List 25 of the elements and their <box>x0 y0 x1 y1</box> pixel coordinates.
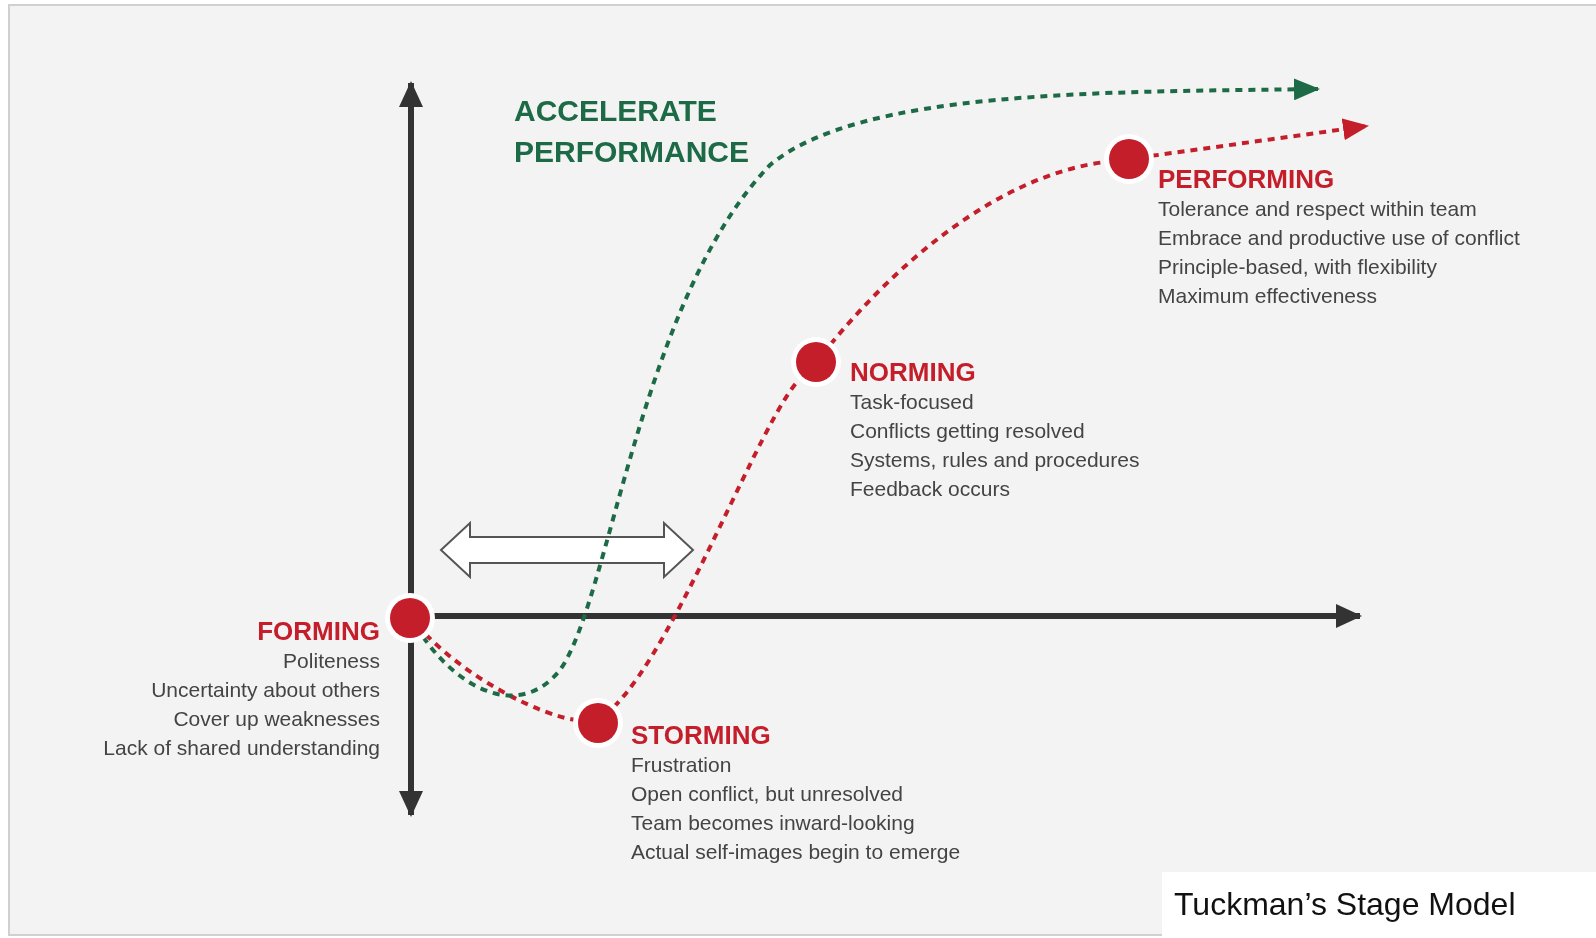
stage-heading: FORMING <box>256 616 380 646</box>
dashed-curve <box>1151 118 1369 158</box>
stage-description: Lack of shared understanding <box>103 735 380 761</box>
stage-description: Actual self-images begin to emerge <box>631 839 961 865</box>
stage-description: Frustration <box>631 752 733 778</box>
stage-heading: STORMING <box>631 720 772 750</box>
stage-description: Open conflict, but unresolved <box>631 781 904 807</box>
stage-heading: NORMING <box>850 357 977 387</box>
stage-description: Uncertainty about others <box>150 677 380 703</box>
stage-description: Task-focused <box>850 389 975 415</box>
caption: Tuckman’s Stage Model <box>1162 872 1596 938</box>
stage-description: Tolerance and respect within team <box>1158 196 1478 222</box>
stage-heading: PERFORMING <box>1158 164 1336 194</box>
stage-description: Embrace and productive use of conflict <box>1158 225 1520 251</box>
stage-description: Maximum effectiveness <box>1158 283 1379 309</box>
stage-description: Politeness <box>282 648 380 674</box>
stage-description: Principle-based, with flexibility <box>1158 254 1438 280</box>
stage-description: Systems, rules and procedures <box>850 447 1140 473</box>
stage-description: Feedback occurs <box>850 476 1011 502</box>
stage-description: Conflicts getting resolved <box>850 418 1086 444</box>
stage-description: Team becomes inward-looking <box>631 810 916 836</box>
curve-label: ACCELERATE PERFORMANCE <box>514 93 750 170</box>
stage-description: Cover up weaknesses <box>172 706 380 732</box>
dashed-curve <box>424 633 576 722</box>
dashed-curve <box>421 78 1320 698</box>
